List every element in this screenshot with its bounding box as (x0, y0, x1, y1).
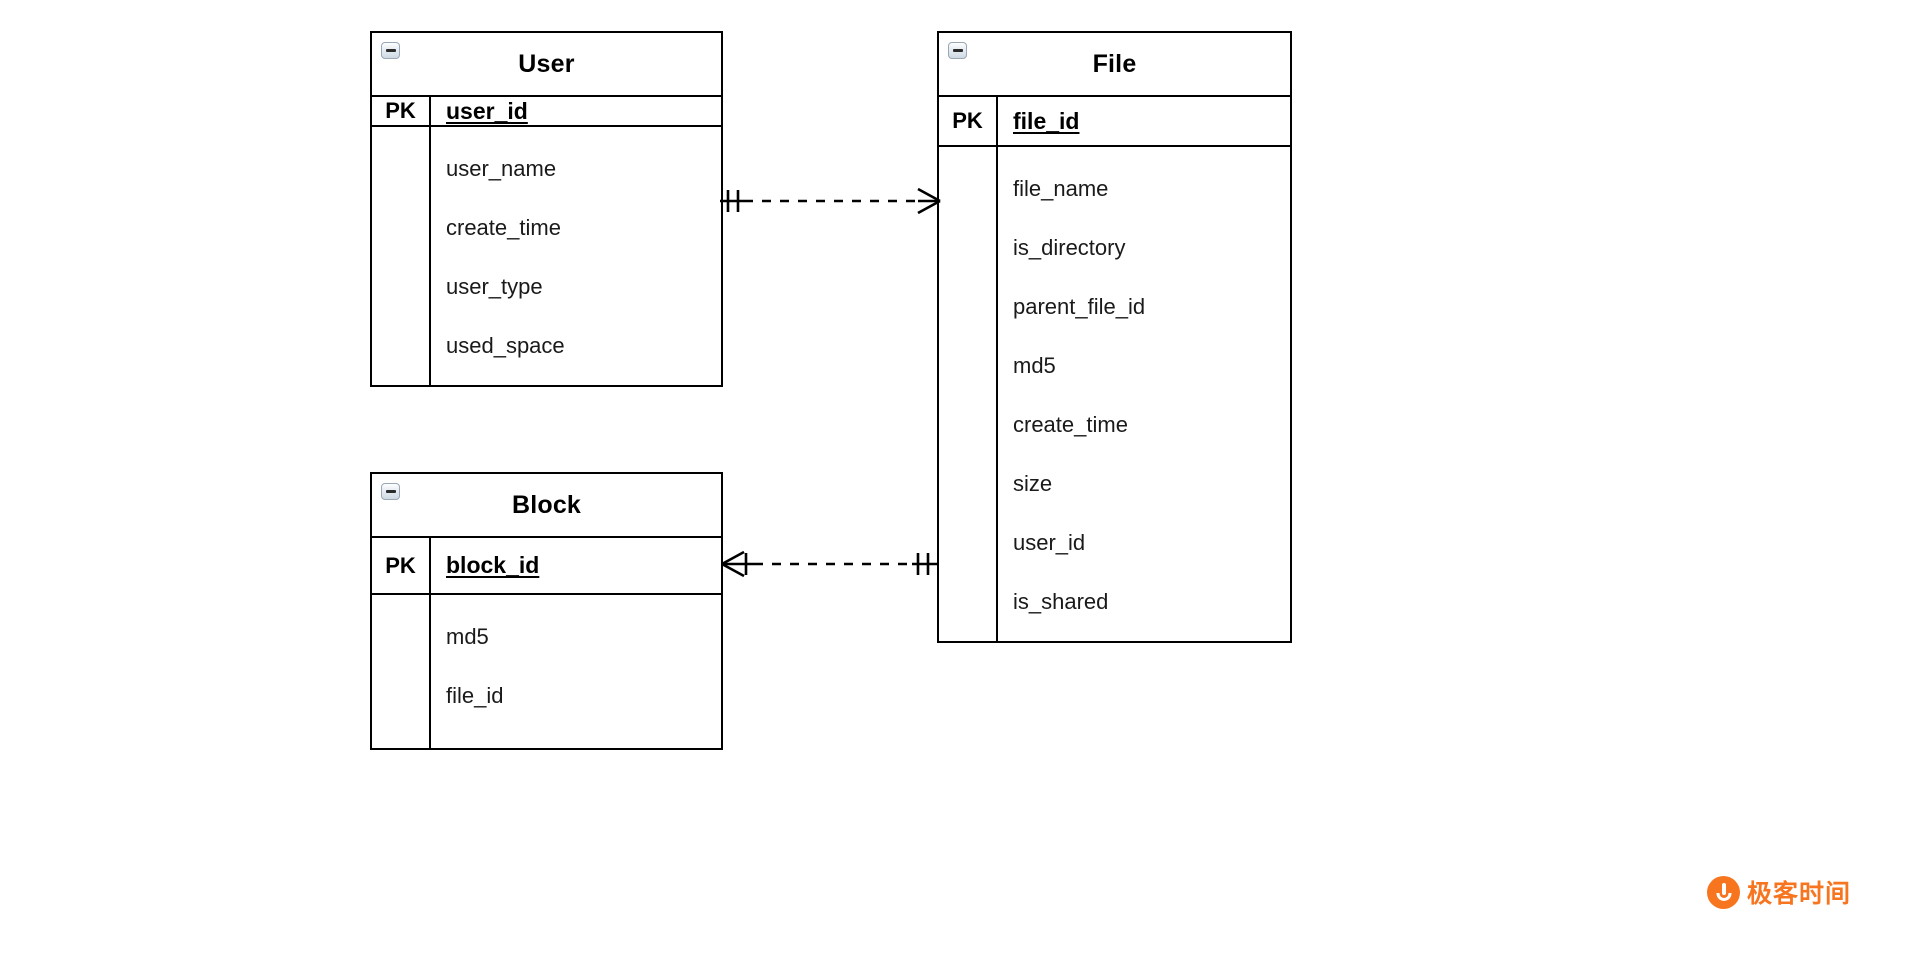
entity-file-title: File (1092, 49, 1137, 78)
entity-block-attribute-block: md5 file_id (372, 595, 721, 750)
entity-file-body: PK file_id file_name is_directory parent… (939, 97, 1290, 643)
attribute-row: create_time (446, 214, 561, 240)
entity-file-attribute-block: file_name is_directory parent_file_id md… (939, 147, 1290, 643)
cardinality-many-file (917, 187, 941, 215)
entity-block-title: Block (511, 490, 582, 519)
entity-file-attribute-list: file_name is_directory parent_file_id md… (998, 147, 1290, 643)
attribute-row: md5 (1013, 352, 1056, 378)
entity-block-attr-gutter (372, 595, 431, 750)
entity-block-attribute-list: md5 file_id (431, 595, 721, 750)
entity-block-pk-cell: block_id (431, 538, 721, 593)
entity-block-body: PK block_id md5 file_id (372, 538, 721, 750)
entity-user-pk-cell: user_id (431, 97, 721, 125)
entity-file-header: File (939, 33, 1290, 97)
attribute-row: user_id (1013, 529, 1086, 555)
entity-user-attr-gutter (372, 127, 431, 387)
watermark-text: 极客时间 (1747, 880, 1852, 908)
entity-user-header: User (372, 33, 721, 97)
entity-user-attribute-list: user_name create_time user_type used_spa… (431, 127, 721, 387)
entity-file[interactable]: File PK file_id file_name is_directory p… (937, 31, 1292, 643)
attribute-row: user_type (446, 273, 543, 299)
attribute-row: is_directory (1013, 234, 1126, 260)
entity-user-title: User (518, 49, 575, 78)
minus-box-icon[interactable] (948, 42, 967, 59)
watermark: 极客时间 (1707, 874, 1851, 910)
cardinality-one-and-only-one-user (720, 190, 744, 212)
attribute-row: create_time (1013, 411, 1128, 437)
entity-block-pk-row: PK block_id (372, 538, 721, 595)
minus-box-icon[interactable] (381, 483, 400, 500)
entity-block-header: Block (372, 474, 721, 538)
attribute-row: file_name (1013, 175, 1109, 201)
attribute-row: md5 (446, 623, 489, 649)
entity-user-body: PK user_id user_name create_time user_ty… (372, 97, 721, 387)
pk-label: PK (385, 98, 416, 123)
entity-file-pk-gutter: PK (939, 97, 998, 145)
attribute-row: used_space (446, 332, 565, 358)
geektime-logo-icon (1707, 875, 1740, 909)
relationship-user-to-file[interactable] (718, 178, 942, 224)
attribute-row: is_shared (1013, 588, 1109, 614)
cardinality-many-block (721, 550, 754, 578)
entity-block-pk-gutter: PK (372, 538, 431, 593)
attribute-row: size (1013, 470, 1053, 496)
attribute-row: user_name (446, 155, 557, 181)
cardinality-one-and-only-one-file (912, 553, 938, 575)
entity-user-primary-key: user_id (446, 97, 528, 124)
minus-box-icon[interactable] (381, 42, 400, 59)
entity-user-pk-gutter: PK (372, 97, 431, 125)
entity-file-pk-cell: file_id (998, 97, 1290, 145)
entity-user-attribute-block: user_name create_time user_type used_spa… (372, 127, 721, 387)
entity-user-pk-row: PK user_id (372, 97, 721, 127)
entity-block[interactable]: Block PK block_id md5 file_id (370, 472, 723, 750)
entity-file-primary-key: file_id (1013, 107, 1080, 134)
entity-block-primary-key: block_id (446, 552, 540, 578)
entity-file-attr-gutter (939, 147, 998, 643)
pk-label: PK (385, 552, 416, 578)
entity-user[interactable]: User PK user_id user_name create_time us… (370, 31, 723, 387)
attribute-row: file_id (446, 682, 504, 708)
pk-label: PK (952, 108, 983, 133)
attribute-row: parent_file_id (1013, 293, 1146, 319)
entity-file-pk-row: PK file_id (939, 97, 1290, 147)
relationship-block-to-file[interactable] (720, 541, 940, 587)
